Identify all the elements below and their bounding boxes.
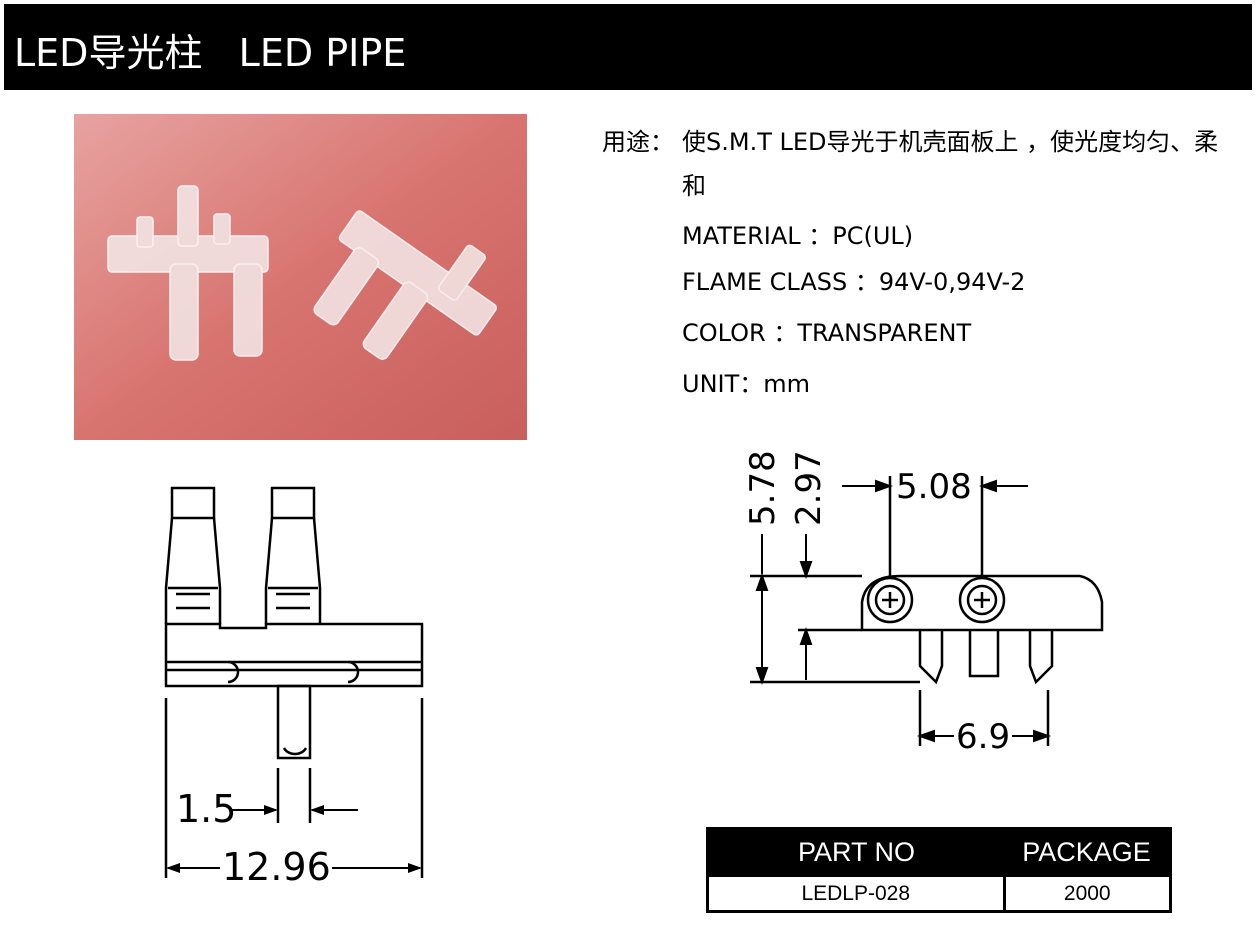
side-view-drawing: 5.78 2.97 5.08 6.9 xyxy=(743,450,1104,757)
color-spec: COLOR ：TRANSPARENT xyxy=(682,319,972,347)
dim-1-5: 1.5 xyxy=(176,787,236,831)
material-spec: MATERIAL ：PC(UL) xyxy=(682,222,914,250)
dim-5-08: 5.08 xyxy=(896,467,972,507)
dim-6-9: 6.9 xyxy=(956,717,1010,757)
product-photo xyxy=(74,114,527,440)
flame-class-spec: FLAME CLASS ：94V-0,94V-2 xyxy=(682,268,1026,296)
table-row: LEDLP-028 2000 xyxy=(706,874,1172,913)
page-title: LED导光柱 LED PIPE xyxy=(14,31,407,75)
table-header-row: PART NO PACKAGE xyxy=(707,828,1171,876)
front-view-drawing: 1.5 12.96 xyxy=(164,486,424,888)
parts-table: PART NO PACKAGE LEDLP-028 2000 xyxy=(706,827,1172,913)
dim-5-78: 5.78 xyxy=(743,450,783,526)
column-header-package: PACKAGE xyxy=(1004,828,1171,876)
dim-2-97: 2.97 xyxy=(789,450,829,526)
column-header-part-no: PART NO xyxy=(707,828,1004,876)
usage-text: 使S.M.T LED导光于机壳面板上 ，使光度均匀、柔 xyxy=(682,128,1219,156)
unit-spec: UNIT：mm xyxy=(682,370,811,398)
part-no-cell: LEDLP-028 xyxy=(706,874,1006,913)
usage-text-cont: 和 xyxy=(682,172,706,200)
usage-label: 用途： xyxy=(602,128,674,156)
header-bar: LED导光柱 LED PIPE xyxy=(4,4,1252,90)
package-cell: 2000 xyxy=(1002,874,1172,913)
dim-12-96: 12.96 xyxy=(222,845,331,888)
